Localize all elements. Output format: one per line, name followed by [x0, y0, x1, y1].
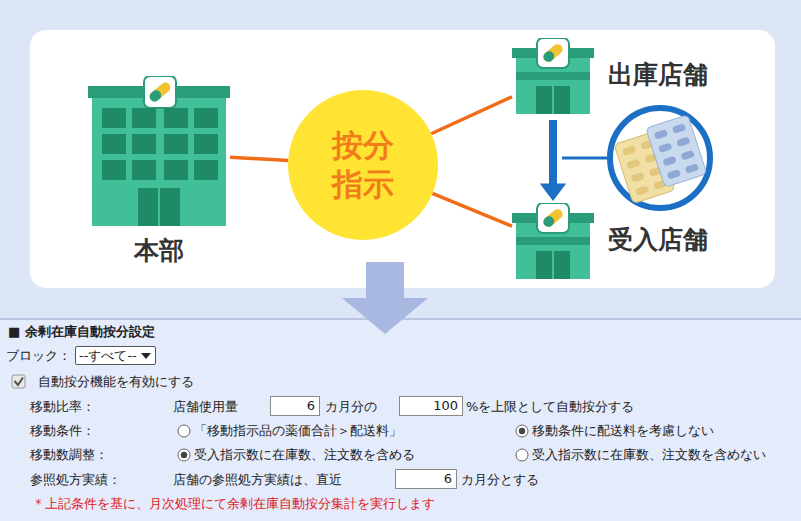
input-value: 6 — [395, 469, 457, 489]
node-label: 本部 — [88, 234, 230, 267]
node-label: 出庫店舗 — [608, 58, 708, 91]
form-title: ■ 余剰在庫自動按分設定 — [8, 322, 155, 341]
instruction-circle: 按分 指示 — [288, 90, 438, 240]
store-icon — [512, 38, 594, 114]
field-label: 移動数調整： — [30, 445, 108, 464]
connector — [432, 193, 512, 226]
select-box: --すべて-- — [75, 346, 156, 365]
field-label: ブロック： — [6, 346, 71, 365]
radio-label: 受入指示数に在庫数、注文数を含めない — [532, 445, 766, 464]
checkbox-label: 自動按分機能を有効にする — [38, 372, 194, 391]
store-node: 出庫店舗 — [512, 38, 714, 116]
field-text: 店舗使用量 — [173, 397, 238, 416]
connector — [431, 97, 512, 134]
hq-building — [88, 76, 230, 226]
input-value: 100 — [399, 396, 463, 416]
input-value: 6 — [270, 396, 320, 416]
down-arrow — [342, 262, 428, 334]
connector — [230, 157, 288, 160]
field-label: 参照処方実績： — [30, 470, 121, 489]
connector — [540, 120, 566, 201]
radio-label: 「移動指示品の薬価合計＞配送料」 — [194, 421, 402, 440]
hq-node: 本部 — [88, 76, 230, 272]
field-label: 移動条件： — [30, 421, 95, 440]
field-text: カ月分とする — [461, 470, 539, 489]
node-label: 按分 指示 — [329, 126, 397, 204]
store-node: 受入店舗 — [512, 203, 714, 281]
store-icon — [512, 203, 594, 279]
medicine-illustration — [610, 108, 710, 208]
note-text: ＊上記条件を基に、月次処理にて余剰在庫自動按分集計を実行します — [32, 494, 435, 513]
field-label: 移動比率： — [30, 397, 95, 416]
leader-line — [562, 157, 610, 160]
field-text: 店舗の参照処方実績は、直近 — [173, 470, 342, 489]
field-text: %を上限として自動按分する — [466, 397, 634, 416]
field-text: カ月分の — [325, 397, 377, 416]
radio-label: 受入指示数に在庫数、注文数を含める — [194, 445, 415, 464]
node-label: 受入店舗 — [608, 223, 708, 256]
radio-label: 移動条件に配送料を考慮しない — [532, 421, 714, 440]
